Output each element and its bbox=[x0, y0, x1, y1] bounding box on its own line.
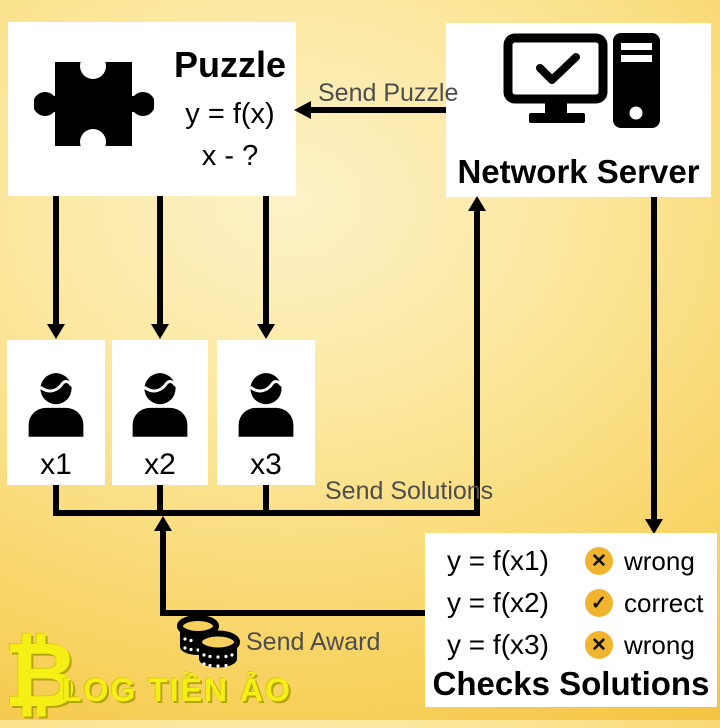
puzzle-to-miner1-line bbox=[53, 196, 59, 328]
send-solutions-horizontal-line bbox=[53, 510, 480, 516]
miner2-stub-line bbox=[157, 485, 163, 516]
puzzle-piece-icon bbox=[34, 60, 154, 150]
person-icon bbox=[28, 373, 84, 437]
check-formula: y = f(x3) bbox=[447, 629, 549, 660]
wrong-icon: ✕ bbox=[585, 631, 613, 659]
send-award-label: Send Award bbox=[246, 628, 381, 656]
network-server-box: Network Server bbox=[446, 23, 711, 197]
check-row-x2: y = f(x2) ✓ correct bbox=[425, 583, 717, 623]
miner-label: x3 bbox=[250, 448, 282, 481]
coins-icon bbox=[177, 616, 240, 668]
send-award-arrowhead bbox=[154, 516, 172, 531]
send-puzzle-arrowhead bbox=[294, 101, 311, 119]
miner-box-x3: x3 bbox=[217, 340, 315, 485]
person-icon bbox=[238, 373, 294, 437]
send-solutions-arrowhead bbox=[468, 196, 486, 211]
puzzle-title: Puzzle bbox=[173, 44, 287, 85]
logo-text: LOG TIỀN ẢO bbox=[62, 672, 292, 708]
send-puzzle-label: Send Puzzle bbox=[318, 79, 459, 107]
puzzle-to-miner1-arrowhead bbox=[47, 324, 65, 339]
send-solutions-label: Send Solutions bbox=[325, 477, 494, 505]
miner-box-x1: x1 bbox=[7, 340, 105, 485]
puzzle-to-miner2-arrowhead bbox=[151, 324, 169, 339]
check-formula: y = f(x1) bbox=[447, 545, 549, 576]
puzzle-question: x - ? bbox=[201, 140, 259, 172]
miner-label: x2 bbox=[144, 448, 176, 481]
miner3-stub-line bbox=[263, 485, 269, 516]
send-award-vertical-line bbox=[160, 528, 166, 616]
check-status: wrong bbox=[624, 629, 695, 660]
check-row-x3: y = f(x3) ✕ wrong bbox=[425, 625, 717, 665]
server-title: Network Server bbox=[457, 153, 700, 190]
checks-title: Checks Solutions bbox=[432, 665, 710, 702]
puzzle-to-miner3-line bbox=[263, 196, 269, 328]
puzzle-to-miner3-arrowhead bbox=[257, 324, 275, 339]
puzzle-box: Puzzle y = f(x) x - ? bbox=[8, 22, 296, 196]
server-to-checks-line bbox=[651, 197, 657, 521]
wrong-icon: ✕ bbox=[585, 547, 613, 575]
checks-solutions-box: y = f(x1) ✕ wrong y = f(x2) ✓ correct y … bbox=[425, 533, 717, 707]
send-puzzle-arrow-line bbox=[310, 107, 446, 113]
puzzle-formula: y = f(x) bbox=[185, 98, 275, 130]
send-award-horizontal-line bbox=[160, 610, 425, 616]
check-status: wrong bbox=[624, 545, 695, 576]
correct-icon: ✓ bbox=[585, 589, 613, 617]
bitcoin-icon: ₿ bbox=[4, 623, 78, 728]
send-solutions-vertical-line bbox=[474, 208, 480, 516]
puzzle-to-miner2-line bbox=[157, 196, 163, 328]
check-status: correct bbox=[624, 587, 704, 618]
miner-box-x2: x2 bbox=[112, 340, 208, 485]
computer-with-checkmark-icon bbox=[503, 33, 660, 128]
miner1-stub-line bbox=[53, 485, 59, 516]
person-icon bbox=[132, 373, 188, 437]
server-to-checks-arrowhead bbox=[645, 519, 663, 534]
check-formula: y = f(x2) bbox=[447, 587, 549, 618]
miner-label: x1 bbox=[40, 448, 72, 481]
check-row-x1: y = f(x1) ✕ wrong bbox=[425, 541, 717, 581]
